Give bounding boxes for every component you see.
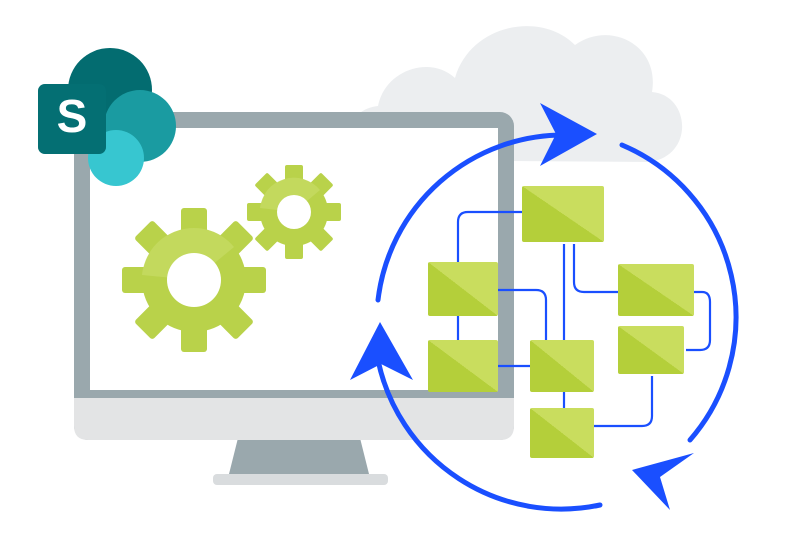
arrowhead-top bbox=[540, 103, 597, 166]
gears-icon bbox=[122, 165, 341, 352]
sharepoint-logo-letter: S bbox=[57, 90, 88, 142]
flow-box bbox=[618, 264, 694, 316]
arrowhead-bottom-right bbox=[632, 453, 694, 510]
flow-box bbox=[428, 262, 498, 316]
flowchart-connectors bbox=[456, 210, 712, 428]
flow-box bbox=[428, 340, 498, 392]
circular-arrows-icon bbox=[375, 132, 739, 512]
flow-box bbox=[618, 326, 684, 374]
sharepoint-logo-icon: S bbox=[38, 48, 176, 186]
flowchart-icon bbox=[428, 186, 694, 458]
arrowheads bbox=[350, 103, 694, 510]
flow-box bbox=[522, 186, 604, 242]
flow-box bbox=[530, 408, 594, 458]
arrowhead-left bbox=[350, 322, 413, 380]
flow-box bbox=[530, 340, 594, 392]
